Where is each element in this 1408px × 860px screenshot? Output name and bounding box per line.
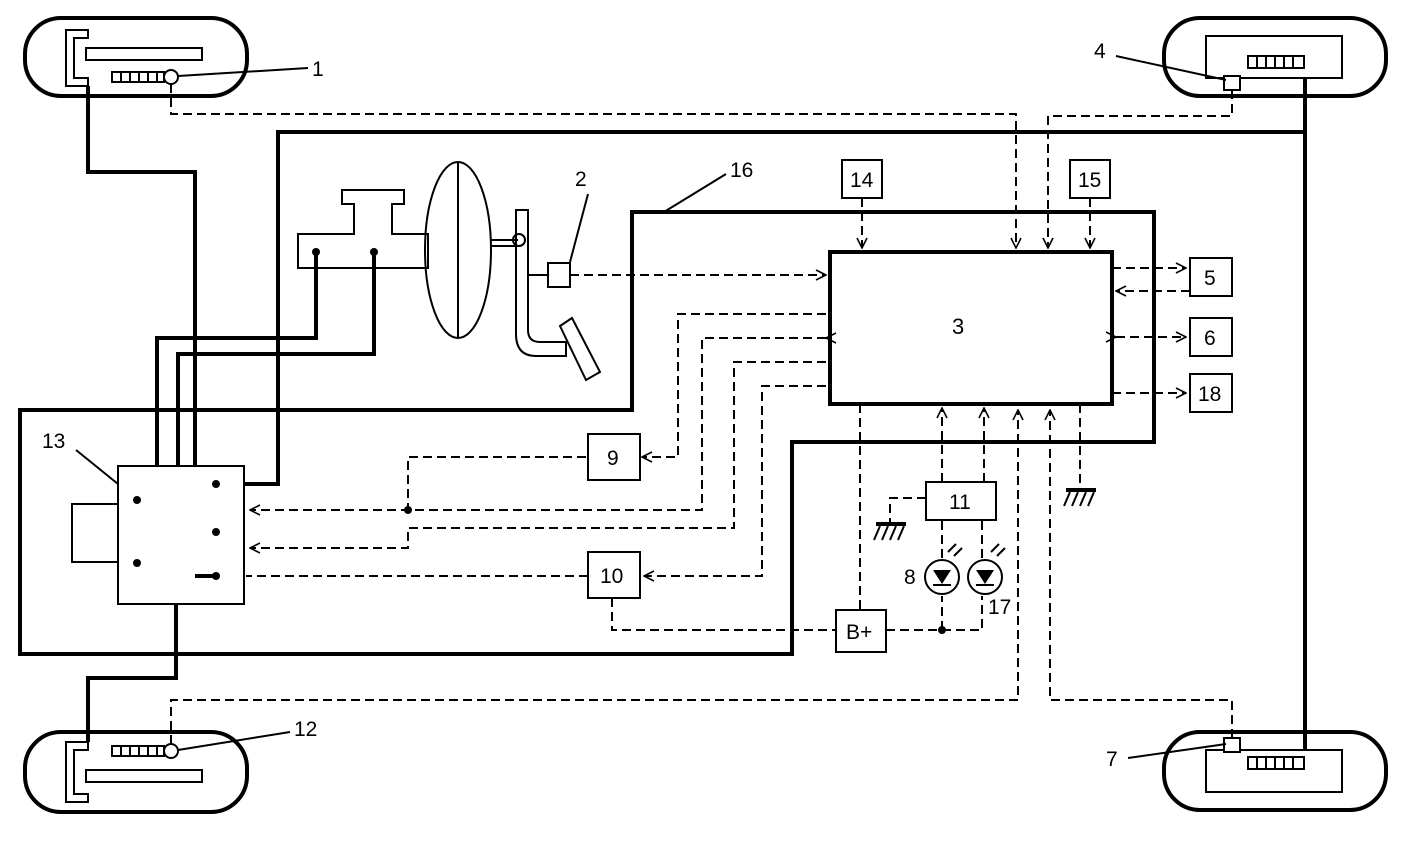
- label-1: 1: [312, 58, 324, 81]
- leader-13: [75, 449, 119, 485]
- wheel-rear-left: [23, 730, 249, 814]
- wheel-speed-sensor-rl: [163, 743, 179, 759]
- label-9: 9: [607, 447, 619, 470]
- warning-lamp-17: [967, 543, 1006, 595]
- box-9: [587, 433, 641, 481]
- wheel-speed-sensor-rr: [1223, 737, 1241, 753]
- leader-7: [1127, 743, 1227, 759]
- label-17: 17: [988, 596, 1011, 619]
- abs-control-unit: [828, 250, 1114, 406]
- box-11: [925, 481, 997, 521]
- wheel-front-right: [1162, 16, 1388, 98]
- label-10: 10: [600, 565, 623, 588]
- leader-2: [569, 193, 589, 263]
- label-bplus: B+: [846, 621, 872, 644]
- label-15: 15: [1078, 169, 1101, 192]
- label-14: 14: [850, 169, 874, 192]
- junction-node: [404, 506, 412, 514]
- leader-1: [177, 67, 309, 77]
- label-5: 5: [1204, 267, 1216, 290]
- hydraulic-modulator: [71, 465, 245, 605]
- brake-booster: [424, 161, 518, 339]
- ground-symbol: [1063, 488, 1096, 507]
- wheel-rear-right: [1162, 730, 1388, 812]
- signal-lines: [170, 84, 1233, 744]
- wheel-speed-sensor-fl: [163, 69, 179, 85]
- leader-4: [1115, 55, 1227, 81]
- box-10: [587, 551, 641, 599]
- label-13: 13: [42, 430, 65, 453]
- label-11: 11: [949, 491, 971, 514]
- ground-symbol: [873, 522, 906, 541]
- box-6: [1189, 317, 1233, 357]
- box-5: [1189, 257, 1233, 297]
- wheel-front-left: [23, 16, 249, 98]
- label-4: 4: [1094, 40, 1106, 63]
- junction-node-bplus: [938, 626, 946, 634]
- label-2: 2: [575, 168, 587, 191]
- label-3: 3: [952, 314, 964, 339]
- label-12: 12: [294, 718, 317, 741]
- label-18: 18: [1198, 383, 1221, 406]
- label-16: 16: [730, 159, 753, 182]
- warning-lamp-8: [924, 543, 963, 595]
- battery-plus-box: [835, 609, 887, 653]
- box-15: [1069, 159, 1111, 199]
- leader-16: [663, 173, 727, 213]
- label-7: 7: [1106, 748, 1118, 771]
- brake-pedal: [512, 209, 602, 382]
- box-18: [1189, 373, 1233, 413]
- wheel-speed-sensor-fr: [1223, 75, 1241, 91]
- hydraulic-brake-lines: [86, 78, 1307, 750]
- leader-12: [177, 731, 291, 751]
- box-14: [841, 159, 883, 199]
- brake-light-switch: [547, 262, 571, 288]
- label-8: 8: [904, 566, 916, 589]
- master-cylinder: [297, 189, 429, 269]
- label-6: 6: [1204, 327, 1216, 350]
